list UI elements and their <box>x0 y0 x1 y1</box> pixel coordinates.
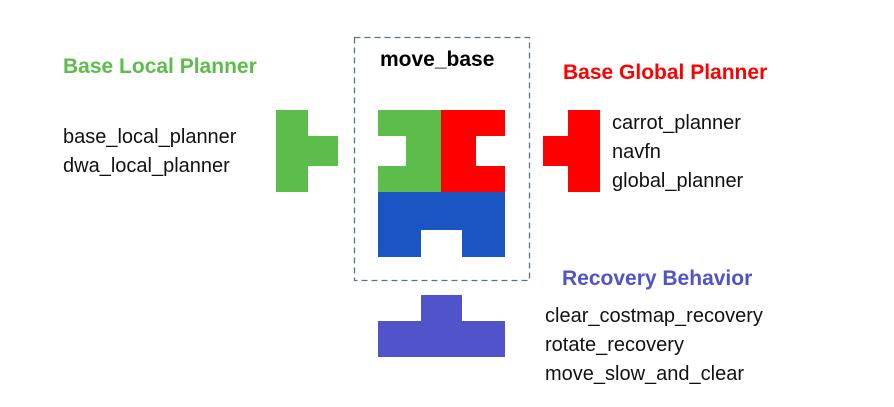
local-planner-heading: Base Local Planner <box>63 55 257 78</box>
move-base-container <box>353 36 531 282</box>
local-planner-item: dwa_local_planner <box>63 155 230 177</box>
global-planner-item: carrot_planner <box>612 112 741 134</box>
global-planner-socket <box>441 110 505 192</box>
recovery-list: clear_costmap_recovery rotate_recovery m… <box>545 302 763 389</box>
global-planner-list: carrot_planner navfn global_planner <box>612 109 743 196</box>
local-planner-item: base_local_planner <box>63 126 237 148</box>
local-planner-list: base_local_planner dwa_local_planner <box>63 123 236 181</box>
move-base-title: move_base <box>380 48 495 71</box>
global-planner-item: navfn <box>612 141 661 163</box>
recovery-item: move_slow_and_clear <box>545 363 745 385</box>
global-planner-plug <box>543 110 600 192</box>
global-planner-item: global_planner <box>612 170 744 192</box>
local-planner-plug <box>276 110 338 192</box>
recovery-item: clear_costmap_recovery <box>545 305 763 327</box>
recovery-plug <box>378 295 505 357</box>
global-planner-heading: Base Global Planner <box>563 61 768 84</box>
recovery-socket <box>378 192 505 257</box>
local-planner-socket <box>378 110 441 192</box>
recovery-item: rotate_recovery <box>545 334 684 356</box>
recovery-heading: Recovery Behavior <box>562 267 753 290</box>
